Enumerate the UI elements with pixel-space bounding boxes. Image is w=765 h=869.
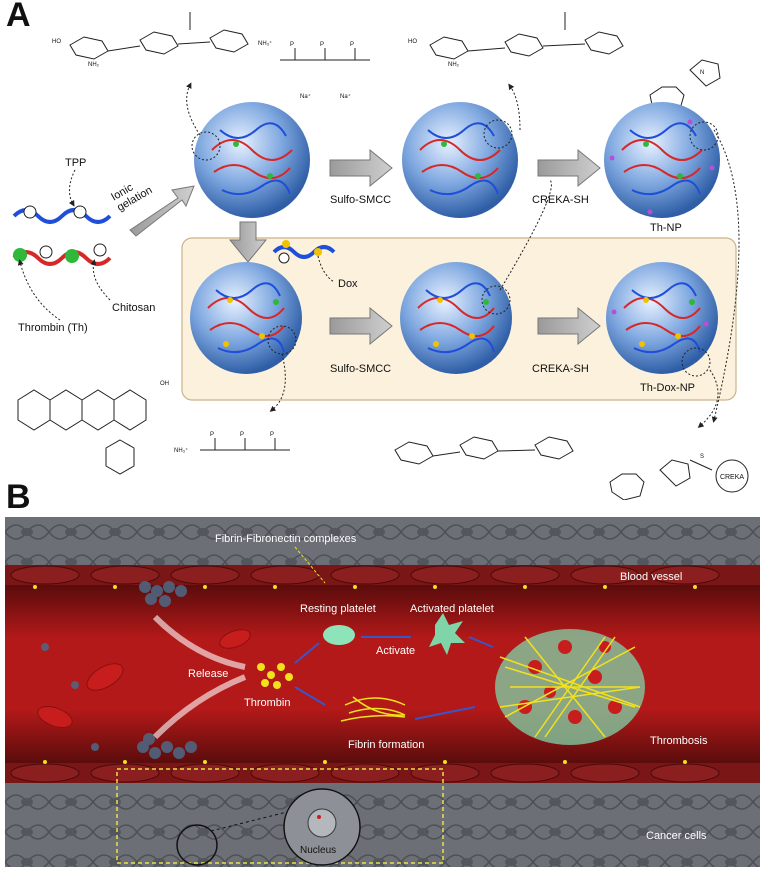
- panel-b-letter: B: [6, 478, 31, 516]
- nanoparticle-2: [402, 102, 518, 218]
- creka-conjugate-structure: [394, 436, 713, 500]
- chem-p-2: P: [320, 42, 324, 48]
- nanoparticle-th-np: [604, 102, 720, 218]
- label-fibrin-formation: Fibrin formation: [348, 739, 425, 751]
- cancer-region: [116, 768, 444, 864]
- fibronectin-pointer: [294, 546, 326, 584]
- resting-platelet: [323, 625, 355, 645]
- chem-p-4: P: [210, 432, 214, 438]
- chem-nh2-2: NH₂: [448, 62, 460, 68]
- arrow-down: [228, 221, 268, 263]
- nanoparticle-dox-1: [190, 262, 302, 374]
- cell-zoom-circle: [176, 824, 218, 866]
- label-nucleus: Nucleus: [300, 845, 337, 856]
- chitosan-pointer: [90, 259, 111, 301]
- label-thrombosis: Thrombosis: [650, 735, 708, 747]
- thrombin-pointer: [17, 259, 61, 321]
- label-cancer-cells: Cancer cells: [646, 830, 707, 842]
- thrombin-dots: [257, 663, 293, 689]
- label-th-dox-np: Th-Dox-NP: [640, 382, 696, 394]
- label-creka-sh-1: CREKA-SH: [532, 194, 589, 206]
- release-path-2: [152, 674, 247, 740]
- nanoparticle-1: [191, 102, 310, 218]
- chem-nh2-1: NH₂: [88, 62, 100, 68]
- label-chitosan: Chitosan: [112, 302, 156, 314]
- label-th-np: Th-NP: [650, 222, 682, 234]
- connector-6: [697, 369, 719, 428]
- gelation-arrow: [129, 185, 195, 237]
- fibrin-strands: [340, 696, 406, 722]
- creka-tag-text: CREKA: [720, 474, 744, 481]
- arrow-creka-1: [537, 148, 601, 188]
- chitosan-tpp-structure: [69, 12, 370, 61]
- arrow-creka-2: [537, 306, 601, 346]
- connector-1: [185, 82, 201, 136]
- zoom-line: [210, 810, 292, 832]
- creka-peptide: [715, 459, 749, 493]
- chitosan-smcc-structure: [429, 12, 721, 114]
- panel-a-diagram: HO NH₂ NH₃⁺ P P P Na⁺ Na⁺ HO NH₂ N: [12, 12, 749, 500]
- chem-p-6: P: [270, 432, 274, 438]
- chem-n-1: N: [700, 70, 704, 76]
- label-sulfo-smcc-1: Sulfo-SMCC: [330, 194, 392, 206]
- label-activated-platelet: Activated platelet: [410, 603, 494, 615]
- release-path: [152, 614, 246, 670]
- label-thrombin-b: Thrombin: [244, 697, 291, 709]
- dox-chain: [272, 240, 336, 283]
- connector-2: [508, 83, 521, 131]
- chem-s: S: [700, 454, 704, 460]
- label-resting-platelet: Resting platelet: [300, 603, 376, 615]
- chem-p-3: P: [350, 42, 354, 48]
- label-thrombin: Thrombin (Th): [18, 322, 88, 334]
- chem-oh-dox: OH: [160, 381, 169, 387]
- nanoparticle-th-dox-np: [606, 262, 718, 377]
- label-tpp: TPP: [65, 157, 87, 169]
- chem-p-5: P: [240, 432, 244, 438]
- chem-ho-1: HO: [52, 39, 61, 45]
- connector-5: [499, 179, 552, 291]
- chem-nh3-1: NH₃⁺: [258, 40, 272, 47]
- panel-a-letter: A: [6, 0, 31, 34]
- tpp-chain: [12, 205, 112, 224]
- label-sulfo-smcc-2: Sulfo-SMCC: [330, 363, 392, 375]
- thrombus: [495, 629, 645, 745]
- chitosan-chain: [12, 243, 112, 266]
- arrow-smcc-2: [329, 306, 393, 346]
- label-activate: Activate: [376, 645, 416, 657]
- label-dox: Dox: [338, 278, 358, 290]
- chem-na-2: Na⁺: [340, 93, 351, 100]
- arrow-smcc-1: [329, 148, 393, 188]
- chem-p-1: P: [290, 42, 294, 48]
- nanoparticle-dox-2: [400, 262, 512, 374]
- label-fibrin-fibronectin: Fibrin-Fibronectin complexes: [215, 533, 357, 545]
- label-release: Release: [188, 668, 229, 680]
- label-creka-sh-2: CREKA-SH: [532, 363, 589, 375]
- doxorubicin-structure: [17, 389, 290, 475]
- chem-na-1: Na⁺: [300, 93, 311, 100]
- connector-3: [711, 129, 740, 423]
- tpp-pointer: [68, 169, 76, 207]
- panel-b-illustration: [5, 517, 760, 867]
- chem-ho-2: HO: [408, 39, 417, 45]
- activated-platelet: [429, 613, 465, 655]
- label-blood-vessel: Blood vessel: [620, 571, 683, 583]
- chem-nh3-dox: NH₃⁺: [174, 447, 188, 454]
